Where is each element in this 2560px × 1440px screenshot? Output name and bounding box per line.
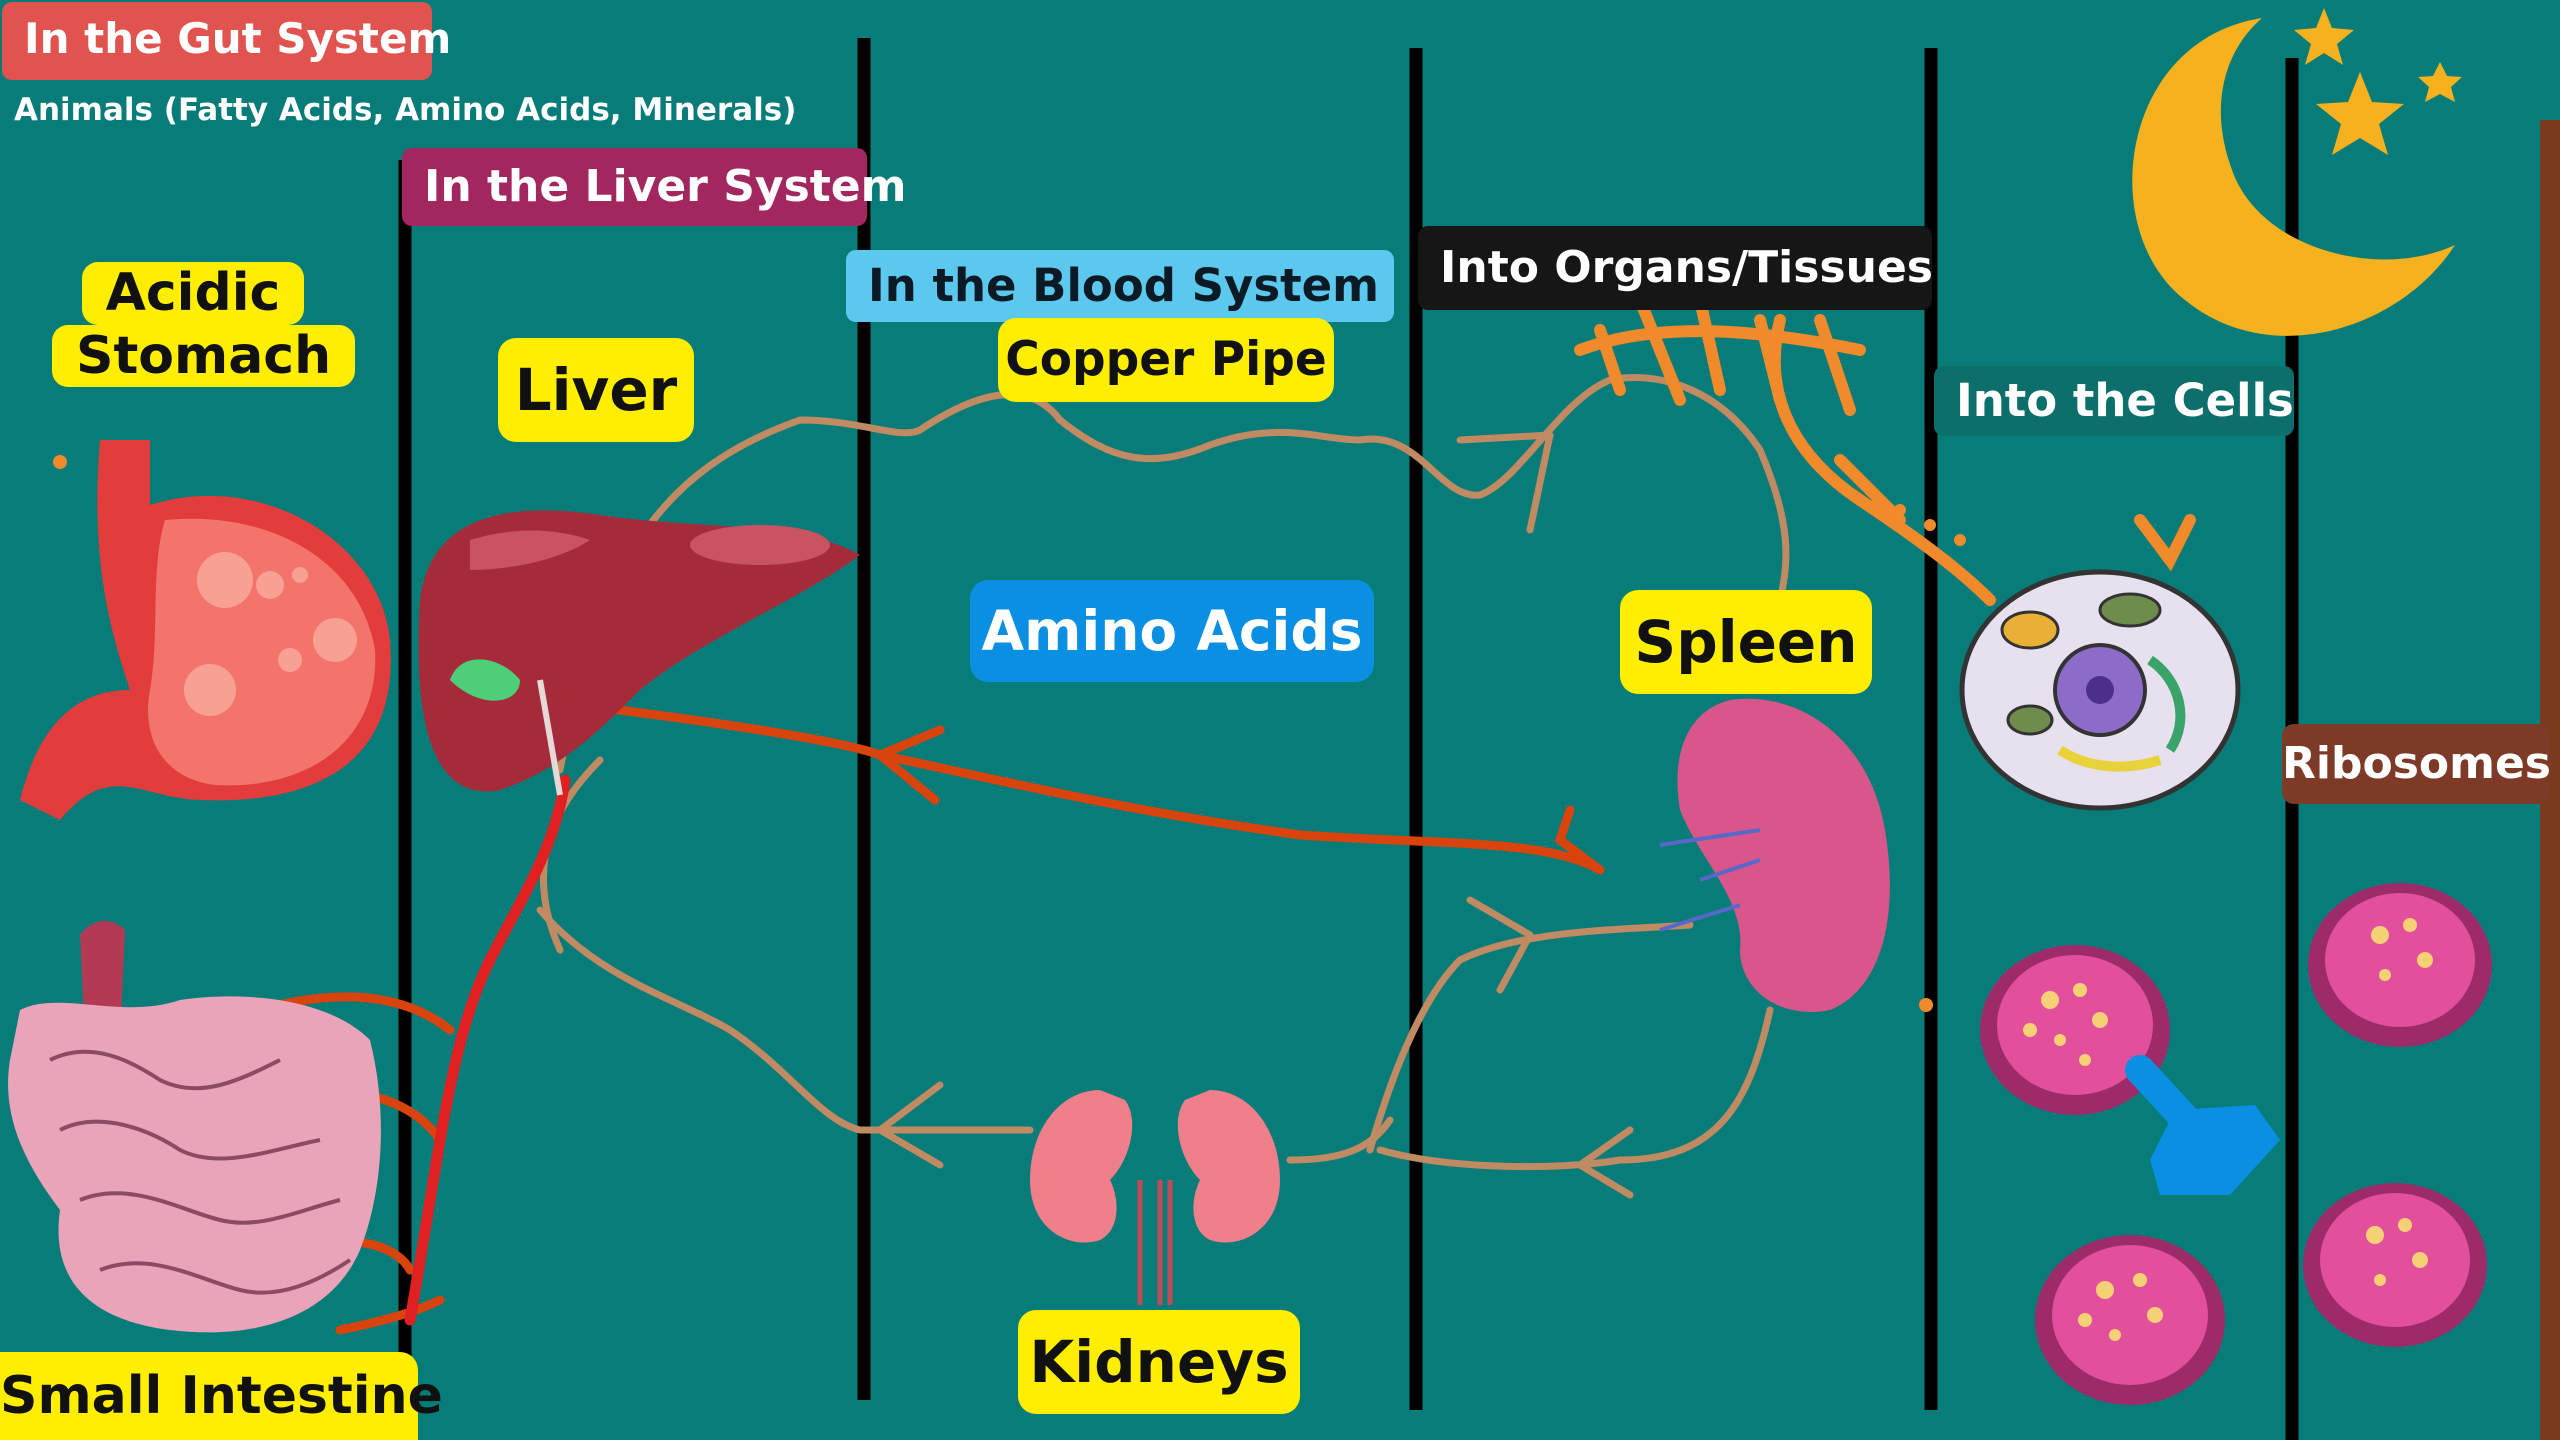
- moon-icon: [2132, 18, 2455, 336]
- label-kidneys: Kidneys: [1018, 1310, 1300, 1414]
- ribosome-icon: [1980, 883, 2492, 1405]
- tissue-dots: [53, 455, 1966, 1012]
- liver-icon: [418, 510, 860, 796]
- translation-arrow: [2125, 1055, 2280, 1195]
- right-edge-strip: [2540, 120, 2560, 1440]
- label-small-intestine: Small Intestine: [0, 1352, 443, 1440]
- cell-icon: [1959, 569, 2241, 811]
- label-copper-pipe: Copper Pipe: [998, 318, 1334, 402]
- gut-subtitle: Animals (Fatty Acids, Amino Acids, Miner…: [14, 92, 797, 128]
- vessel-network: [536, 374, 1790, 1199]
- header-gut-system: In the Gut System: [2, 2, 451, 80]
- tissue-branches: [1574, 294, 2196, 606]
- stomach-icon: [20, 440, 391, 820]
- star-icon: [2294, 8, 2462, 155]
- spleen-icon: [1659, 698, 1890, 1012]
- label-acidic-line: Acidic: [81, 262, 305, 325]
- label-amino-acids: Amino Acids: [970, 580, 1374, 682]
- header-liver-system: In the Liver System: [402, 148, 906, 226]
- label-spleen: Spleen: [1620, 590, 1872, 694]
- kidneys-icon: [1030, 1090, 1280, 1305]
- label-stomach-line: Stomach: [52, 324, 356, 388]
- header-blood-system: In the Blood System: [846, 250, 1394, 322]
- header-into-cells: Into the Cells: [1934, 366, 2294, 436]
- portal-vessels: [255, 700, 1605, 1335]
- label-ribosomes: Ribosomes: [2282, 724, 2551, 804]
- intestine-icon: [8, 920, 381, 1333]
- hepatic-artery: [404, 774, 571, 1326]
- label-liver: Liver: [498, 338, 694, 442]
- header-organs-tissues: Into Organs/Tissues: [1418, 226, 1933, 310]
- label-acidic-stomach: Acidic Stomach: [52, 244, 356, 416]
